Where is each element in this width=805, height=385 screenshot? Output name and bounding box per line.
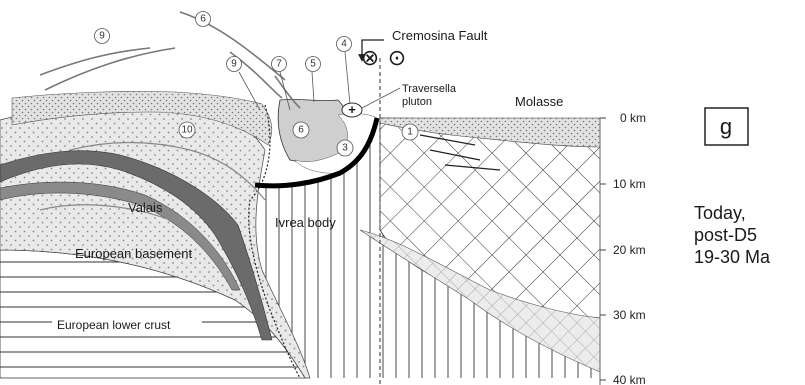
unit-7-number: 7 (276, 59, 282, 70)
unit-4-number: 4 (341, 39, 347, 50)
stage-caption-line1: Today, (694, 203, 746, 223)
depth-label-20: 20 km (613, 243, 646, 257)
unit-6-number-body: 6 (298, 125, 304, 136)
cremosina-fault-label: Cremosina Fault (392, 28, 488, 43)
unit-3-number: 3 (342, 143, 348, 154)
depth-label-10: 10 km (613, 177, 646, 191)
plus-icon: + (348, 102, 356, 117)
ivrea-body-label: Ivrea body (275, 215, 336, 230)
unit-8-number: 9 (99, 31, 105, 42)
unit-5-number: 5 (310, 59, 316, 70)
traversella-label-line1: Traversella (402, 83, 457, 95)
stage-caption-line3: 19-30 Ma (694, 247, 771, 267)
unit-9-number: 9 (231, 59, 237, 70)
out-of-page-icon: ⊙ (388, 45, 406, 70)
traversella-label-line2: pluton (402, 96, 432, 108)
unit-1-number: 1 (407, 127, 413, 138)
unit-6-number-top: 6 (200, 14, 206, 25)
european-lower-crust-label: European lower crust (57, 318, 171, 332)
european-basement-label: European basement (75, 246, 192, 261)
into-page-icon: ⊗ (361, 45, 379, 70)
unit-10-number: 10 (181, 125, 193, 136)
depth-scale: 0 km 10 km 20 km 30 km 40 km (600, 111, 646, 385)
depth-label-40: 40 km (613, 373, 646, 385)
valais-label: Valais (128, 200, 163, 215)
stage-letter: g (720, 114, 732, 139)
depth-label-30: 30 km (613, 308, 646, 322)
stage-caption-line2: post-D5 (694, 225, 757, 245)
molasse-label: Molasse (515, 94, 563, 109)
depth-label-0: 0 km (620, 111, 646, 125)
